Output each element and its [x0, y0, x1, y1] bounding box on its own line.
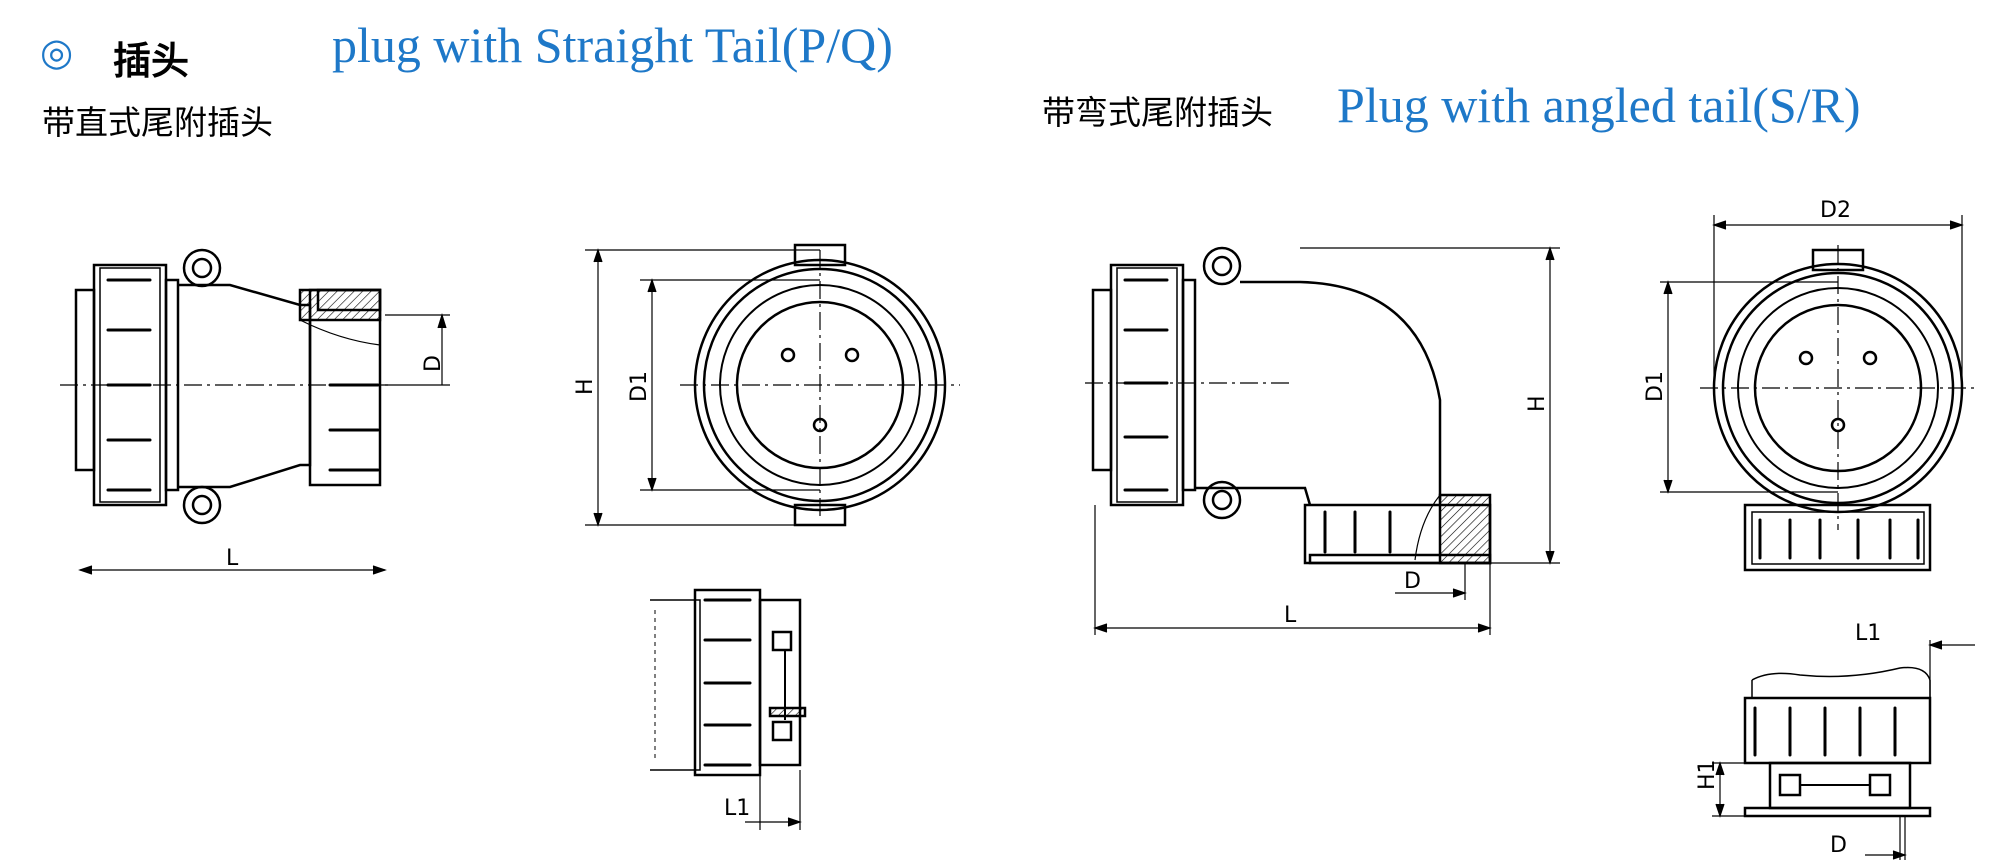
angled-detail-dimensions: [1712, 640, 1975, 860]
angled-plug-front-view: [1700, 245, 1975, 572]
angled-front-dimensions: [1660, 215, 1964, 494]
straight-plug-front-view: [680, 243, 960, 527]
straight-side-dimensions: [78, 312, 450, 575]
dim-label-l: L: [1284, 603, 1297, 628]
angled-plug-side-view: [1085, 246, 1492, 565]
straight-plug-title-en: plug with Straight Tail(P/Q): [332, 17, 893, 73]
straight-front-dimensions: [585, 248, 820, 527]
dim-label-l1: L1: [724, 796, 750, 821]
angled-plug-detail-view: [1743, 666, 1932, 818]
dim-label-h1: H1: [1695, 759, 1720, 790]
straight-plug-side-view: [60, 248, 390, 525]
dim-label-l1: L1: [1855, 621, 1881, 646]
angled-plug-title-cn: 带弯式尾附插头: [1042, 93, 1273, 132]
straight-detail-dimensions: [745, 770, 802, 830]
straight-plug-detail-view: [650, 588, 807, 777]
angled-plug-title-en: Plug with angled tail(S/R): [1337, 77, 1861, 133]
dim-label-d: D: [421, 355, 446, 372]
dim-label-d: D: [1830, 833, 1847, 858]
dim-label-h: H: [573, 378, 598, 395]
dim-label-h: H: [1525, 395, 1550, 412]
dim-label-d1: D1: [627, 371, 652, 402]
section-title: 插头: [113, 39, 190, 83]
dim-label-d2: D2: [1820, 198, 1851, 223]
angled-side-dimensions: [1093, 246, 1560, 635]
dim-label-d1: D1: [1643, 371, 1668, 402]
straight-plug-title-cn: 带直式尾附插头: [42, 103, 273, 142]
dim-label-l: L: [226, 546, 239, 571]
bullet-icon: ◎: [40, 30, 74, 74]
dim-label-d: D: [1404, 569, 1421, 594]
